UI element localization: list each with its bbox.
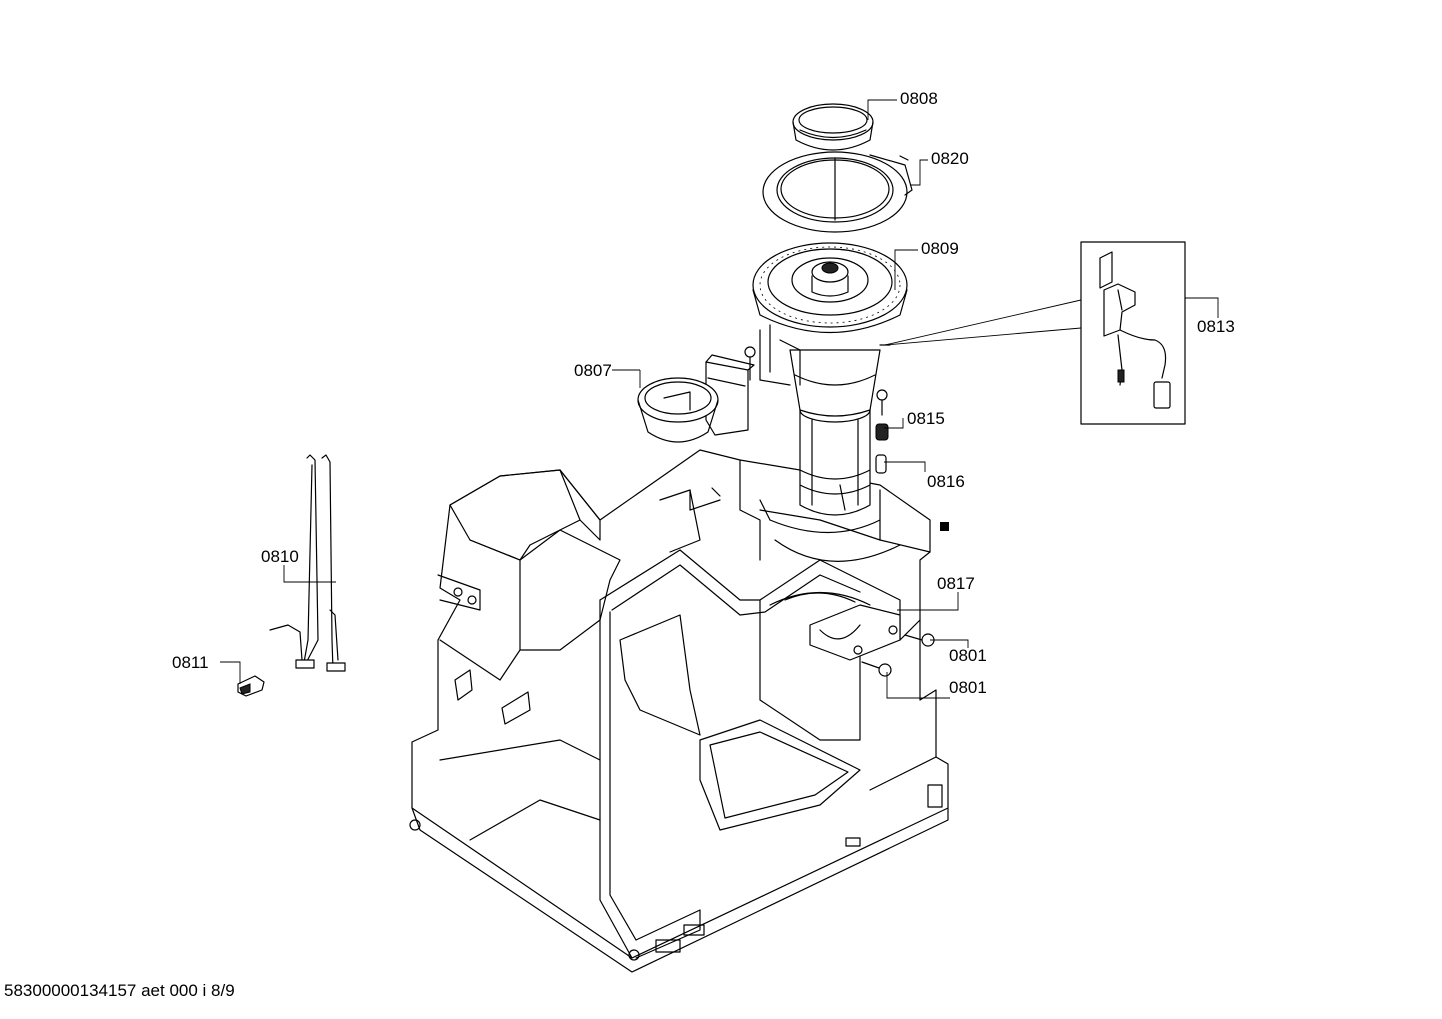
part-label-0815: 0815	[907, 409, 945, 428]
part-label-0820: 0820	[931, 149, 969, 168]
part-label-0817: 0817	[937, 574, 975, 593]
part-label-0810: 0810	[261, 547, 299, 566]
chassis-frame	[409, 449, 949, 973]
connector-0811	[237, 675, 265, 697]
leader-lines	[220, 99, 1219, 699]
part-label-0801-lower: 0801	[949, 678, 987, 697]
part-label-0811: 0811	[172, 653, 209, 672]
part-label-0816: 0816	[927, 472, 965, 491]
part-label-0809: 0809	[921, 239, 959, 258]
funnel-part-0807	[637, 354, 755, 443]
wire-harness-0810	[269, 454, 346, 672]
part-label-0813: 0813	[1197, 317, 1235, 336]
bracket-part-0817	[769, 592, 901, 661]
document-id-footer: 58300000134157 aet 000 i 8/9	[4, 981, 235, 1000]
part-label-0808: 0808	[900, 89, 938, 108]
switch-assembly-0813	[1080, 241, 1186, 425]
part-label-0807: 0807	[574, 361, 612, 380]
reference-marker	[940, 522, 949, 531]
part-label-0801-upper: 0801	[949, 646, 987, 665]
screw-parts	[744, 346, 935, 677]
grinder-assembly	[752, 103, 913, 516]
